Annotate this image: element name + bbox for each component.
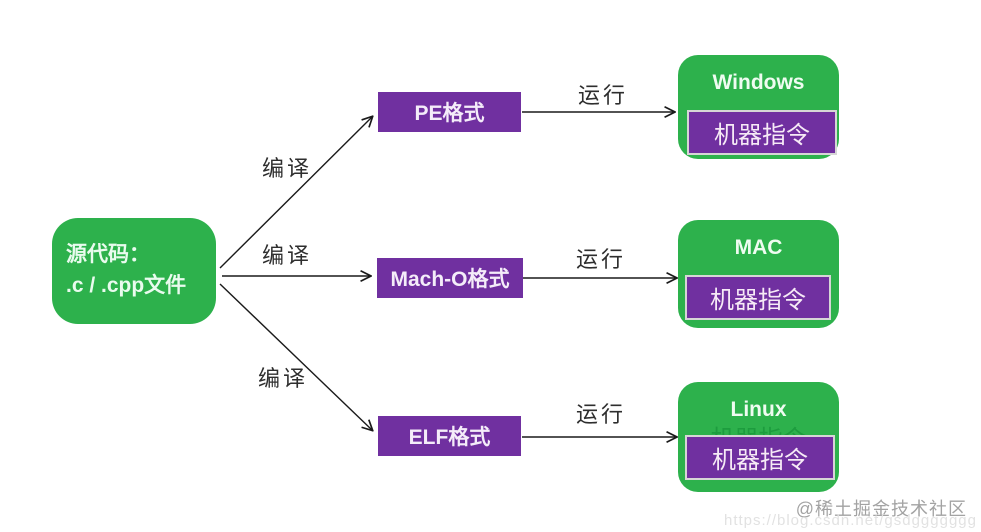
watermark-url: https://blog.csdn.net/gsdggggggg [723, 512, 977, 529]
format-node-elf: ELF格式 [378, 416, 521, 456]
watermark-community: @稀土掘金技术社区 [795, 499, 967, 519]
machine-code-box-linux: 机器指令 [685, 435, 835, 480]
compile-label-elf: 编译 [258, 366, 309, 391]
run-label-windows: 运行 [578, 83, 629, 108]
os-title-mac: MAC [734, 236, 783, 259]
os-title-windows: Windows [712, 71, 805, 94]
compile-label-pe: 编译 [262, 156, 313, 181]
os-node-windows: Windows 机器指令 [678, 55, 839, 159]
source-code-line2: .c / .cpp文件 [66, 274, 187, 297]
os-node-mac: MAC 机器指令 [678, 220, 839, 328]
machine-code-box-mac: 机器指令 [685, 275, 831, 320]
run-label-linux: 运行 [576, 402, 627, 427]
source-code-line1: 源代码： [66, 243, 150, 266]
format-node-pe: PE格式 [378, 92, 521, 132]
source-code-node: 源代码： .c / .cpp文件 [52, 218, 216, 324]
run-label-mac: 运行 [576, 247, 627, 272]
format-node-macho: Mach-O格式 [377, 258, 523, 298]
os-title-linux: Linux [730, 398, 787, 421]
compile-arrow-elf [219, 283, 372, 430]
machine-code-box-windows: 机器指令 [687, 110, 837, 155]
os-node-linux: Linux 机器指令 机器指令 [678, 382, 839, 492]
compile-label-macho: 编译 [262, 243, 313, 268]
